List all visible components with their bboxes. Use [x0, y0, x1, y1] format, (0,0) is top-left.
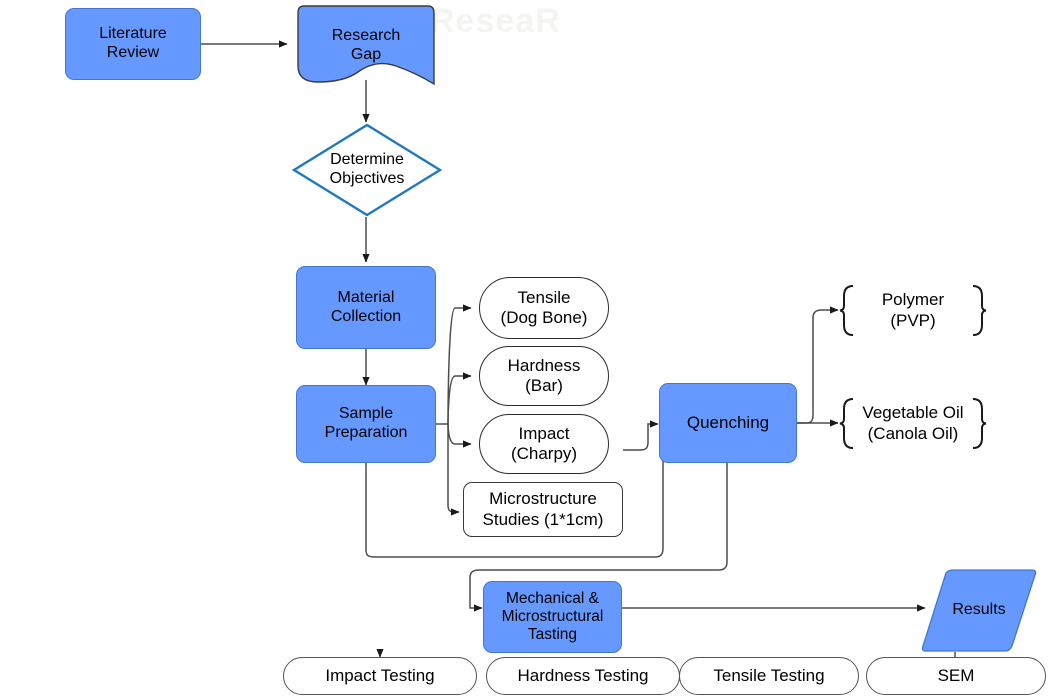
edge-sample-to-tensile [447, 304, 472, 425]
watermark-text: ReseaR [430, 2, 561, 40]
node-impact-testing[interactable]: Impact Testing [283, 657, 477, 695]
node-quenching[interactable]: Quenching [659, 383, 797, 463]
edge-microstructure-to-quenching [623, 420, 659, 451]
node-mechanical-microstructural-tasting[interactable]: Mechanical & Microstructural Tasting [483, 581, 622, 653]
edge-sample-to-microstructure [447, 424, 460, 516]
node-sem[interactable]: SEM [866, 657, 1046, 695]
edge-sample-to-hardness [447, 372, 472, 425]
node-tensile[interactable]: Tensile (Dog Bone) [479, 277, 609, 339]
node-literature-review[interactable]: Literature Review [65, 8, 201, 80]
node-results-label: Results [952, 601, 1006, 619]
node-research-gap[interactable]: Research Gap [296, 4, 436, 88]
node-determine-objectives[interactable]: Determine Objectives [291, 122, 443, 218]
node-impact[interactable]: Impact (Charpy) [479, 414, 609, 474]
node-polymer-label: Polymer (PVP) [881, 290, 945, 330]
node-hardness[interactable]: Hardness (Bar) [479, 346, 609, 406]
node-material-collection[interactable]: Material Collection [296, 266, 436, 349]
node-polymer[interactable]: Polymer (PVP) [839, 284, 987, 337]
edge-quenching-to-polymer [797, 306, 839, 424]
node-results[interactable]: Results [920, 568, 1038, 653]
edge-sample-to-impact [447, 423, 472, 448]
node-microstructure-studies[interactable]: Microstructure Studies (1*1cm) [463, 482, 623, 537]
node-determine-objectives-label: Determine Objectives [329, 151, 405, 187]
node-tensile-testing[interactable]: Tensile Testing [679, 657, 859, 695]
node-research-gap-label: Research Gap [331, 27, 401, 63]
node-vegetable-oil-label: Vegetable Oil (Canola Oil) [862, 403, 964, 443]
node-sample-preparation[interactable]: Sample Preparation [296, 385, 436, 463]
node-hardness-testing[interactable]: Hardness Testing [486, 657, 680, 695]
node-vegetable-oil[interactable]: Vegetable Oil (Canola Oil) [839, 397, 987, 450]
